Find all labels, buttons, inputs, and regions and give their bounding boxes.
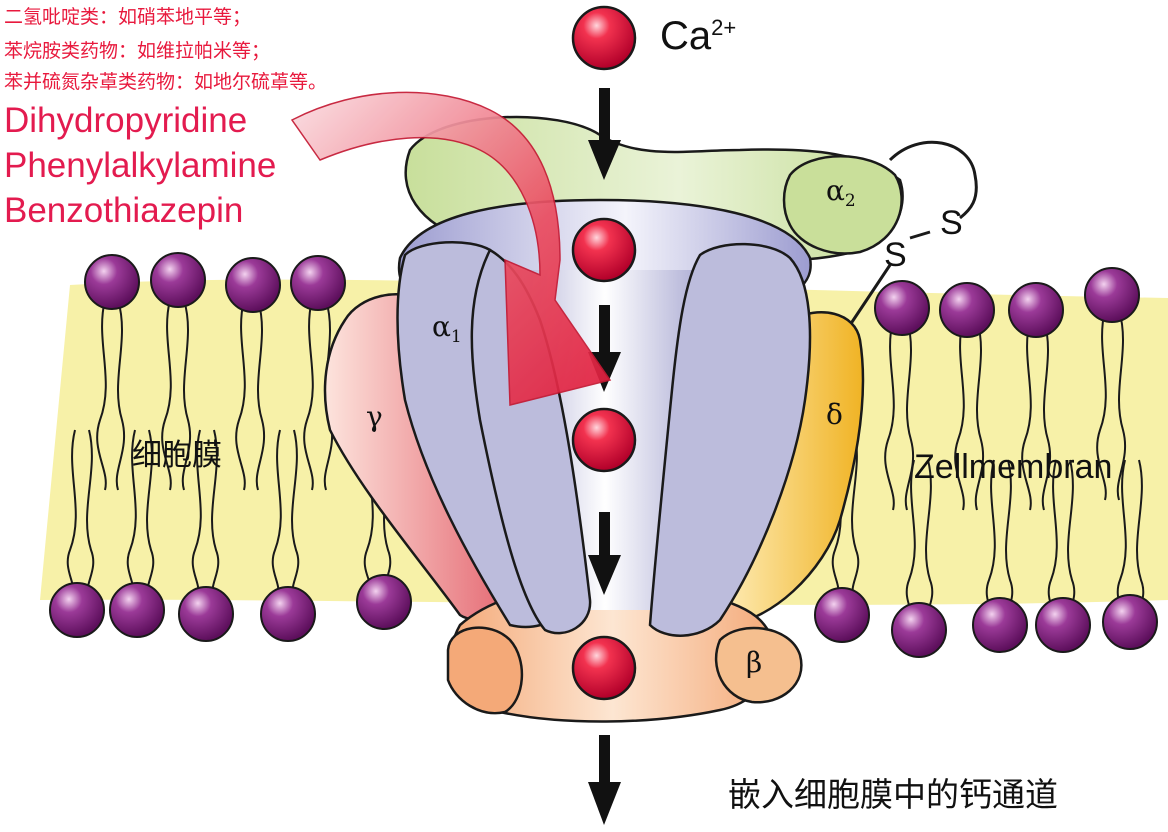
disulfide-linker — [888, 140, 978, 220]
disulfide-s2: S — [884, 236, 907, 274]
disulfide-s1: S — [940, 204, 963, 242]
flow-arrow-shaft-1 — [599, 88, 610, 143]
flow-arrow-head-3 — [588, 555, 621, 595]
calcium-ions — [571, 5, 637, 701]
beta-label: β — [746, 646, 763, 679]
delta-label: δ — [826, 398, 843, 431]
calcium-label-charge: 2+ — [711, 15, 737, 40]
caption: 嵌入细胞膜中的钙通道 — [728, 775, 1058, 814]
calcium-label-base: Ca — [660, 14, 712, 58]
alpha1-label-symbol: α — [432, 310, 451, 343]
alpha2-label: α2 — [826, 174, 856, 211]
disulfide-tether — [848, 264, 892, 326]
gamma-label: γ — [366, 400, 383, 433]
membrane-label-cn: 细胞膜 — [132, 438, 222, 473]
alpha1-label-sub: 1 — [450, 327, 462, 347]
calcium-ion-2 — [571, 407, 637, 473]
beta-left-lobe — [446, 626, 524, 715]
membrane-label-de: Zellmembran — [914, 448, 1113, 486]
drug-class-benzothiazepin: Benzothiazepin — [4, 191, 244, 230]
disulfide-bond — [909, 230, 931, 240]
alpha2-domain — [782, 155, 903, 255]
alpha2-label-sub: 2 — [844, 191, 856, 211]
flow-arrow-head-4 — [588, 782, 621, 825]
note-phenylalkylamine-cn: 苯烷胺类药物：如维拉帕米等； — [4, 40, 271, 62]
drug-class-phenylalkylamine: Phenylalkylamine — [4, 146, 277, 185]
flow-arrow-head-1 — [588, 140, 621, 180]
alpha2-label-symbol: α — [826, 174, 845, 207]
flow-arrow-shaft-2 — [599, 305, 610, 355]
alpha1-right-front — [648, 242, 812, 637]
alpha1-label: α1 — [432, 310, 462, 347]
drug-class-dihydropyridine: Dihydropyridine — [4, 101, 248, 140]
calcium-label: Ca2+ — [660, 14, 736, 59]
flow-arrow-shaft-3 — [599, 512, 610, 557]
flow-arrow-shaft-4 — [599, 735, 610, 785]
note-benzothiazepine-cn: 苯并硫氮杂䓬类药物：如地尔硫䓬等。 — [4, 71, 328, 93]
drug-binding-arrow — [290, 91, 612, 406]
calcium-ion-3 — [571, 635, 637, 701]
lipid-heads — [49, 252, 1158, 658]
beta-subunit — [714, 626, 803, 704]
note-dihydropyridine-cn: 二氢吡啶类：如硝苯地平等； — [4, 6, 252, 28]
calcium-ion-1 — [571, 217, 637, 283]
lipid-tails — [66, 299, 1145, 623]
calcium-ion-legend — [571, 5, 637, 71]
